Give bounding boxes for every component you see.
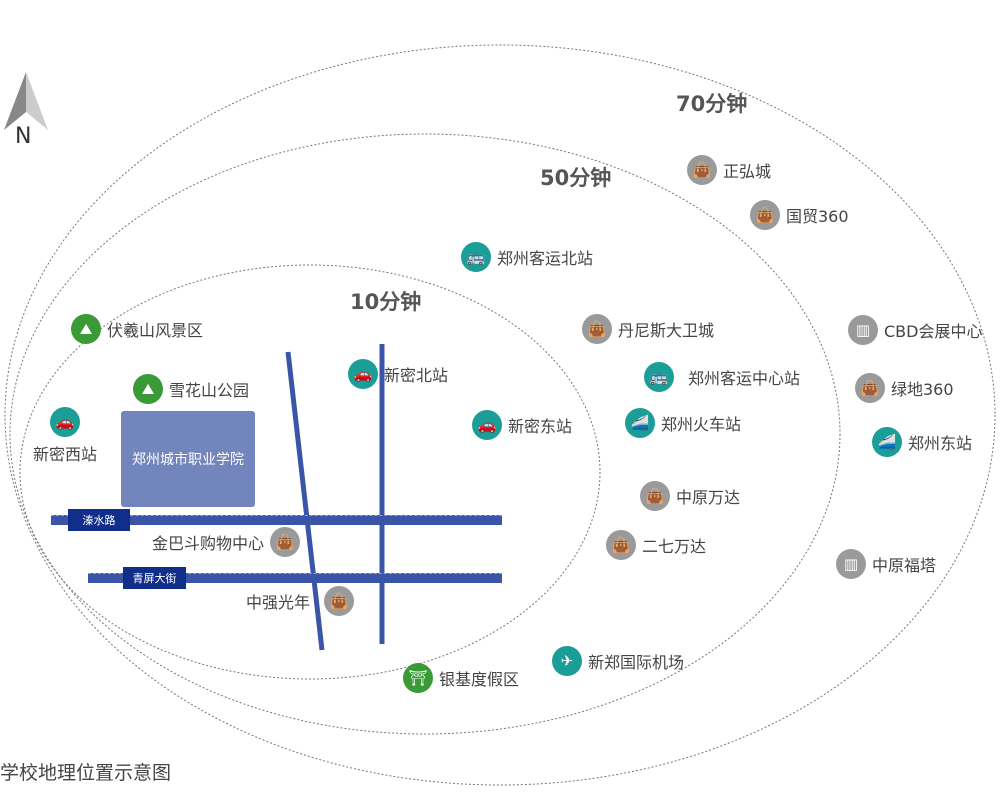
train-icon: 🚄 <box>625 408 655 438</box>
poi-zhengzhou-station: 🚄郑州火车站 <box>625 408 741 438</box>
poi-cbd: ▥CBD会展中心 <box>848 315 982 345</box>
mountain-icon: ⛰ <box>71 314 101 344</box>
bus-icon: 🚌 <box>461 242 491 272</box>
campus-block: 郑州城市职业学院 <box>121 411 255 507</box>
ring-label-50: 50分钟 <box>540 166 612 190</box>
shopping-bag-icon: 👜 <box>606 530 636 560</box>
poi-zhenghongcheng: 👜正弘城 <box>687 155 771 185</box>
poi-xuehuashan: ⛰雪花山公园 <box>133 374 249 404</box>
shopping-bag-icon: 👜 <box>750 200 780 230</box>
resort-icon: ⛩ <box>403 663 433 693</box>
airplane-icon: ✈ <box>552 646 582 676</box>
poi-yinji: ⛩银基度假区 <box>403 663 519 693</box>
ring-10min <box>19 264 601 680</box>
road-vertical-1 <box>285 351 325 651</box>
poi-lvdi360: 👜绿地360 <box>855 373 954 403</box>
poi-zhongyuan-tower: ▥中原福塔 <box>836 549 936 579</box>
ring-label-10: 10分钟 <box>350 290 422 314</box>
ring-70min <box>4 44 996 786</box>
compass-arrow <box>4 72 26 130</box>
poi-fuxishan: ⛰伏羲山风景区 <box>71 314 203 344</box>
car-icon: 🚗 <box>50 407 80 437</box>
poi-erqi-wanda: 👜二七万达 <box>606 530 706 560</box>
map-caption: 学校地理位置示意图 <box>0 762 172 784</box>
road-qinshui <box>51 515 502 525</box>
shopping-bag-icon: 👜 <box>582 314 612 344</box>
train-icon: 🚄 <box>872 427 902 457</box>
ring-50min <box>9 133 841 735</box>
road-qingping <box>88 573 502 583</box>
poi-dennis: 👜丹尼斯大卫城 <box>582 314 714 344</box>
bus-icon: 🚌 <box>644 362 674 392</box>
car-icon: 🚗 <box>472 410 502 440</box>
mountain-icon: ⛰ <box>133 374 163 404</box>
poi-keyun-north: 🚌郑州客运北站 <box>461 242 593 272</box>
poi-zhengzhou-east: 🚄郑州东站 <box>872 427 972 457</box>
poi-airport: ✈新郑国际机场 <box>552 646 684 676</box>
ring-label-70: 70分钟 <box>676 92 748 116</box>
compass-label: N <box>15 124 32 149</box>
poi-xinmi-east: 🚗新密东站 <box>472 410 572 440</box>
poi-zhongyuan-wanda: 👜中原万达 <box>640 481 740 511</box>
shopping-bag-icon: 👜 <box>270 527 301 557</box>
poi-guomao360: 👜国贸360 <box>750 200 849 230</box>
building-icon: ▥ <box>836 549 866 579</box>
car-icon: 🚗 <box>348 359 378 389</box>
shopping-bag-icon: 👜 <box>687 155 717 185</box>
road-tag-qinshui: 溱水路 <box>68 509 130 531</box>
poi-xinmi-north: 🚗新密北站 <box>348 359 448 389</box>
shopping-bag-icon: 👜 <box>324 586 355 616</box>
poi-jinbadou: 金巴斗购物中心👜 <box>152 527 301 557</box>
shopping-bag-icon: 👜 <box>855 373 885 403</box>
poi-zhongqiang: 中强光年👜 <box>246 586 355 616</box>
poi-keyun-center: 🚌郑州客运中心站 <box>644 362 800 392</box>
building-icon: ▥ <box>848 315 878 345</box>
road-tag-qingping: 青屏大街 <box>123 567 186 589</box>
shopping-bag-icon: 👜 <box>640 481 670 511</box>
poi-xinmi-west: 🚗新密西站 <box>33 407 97 465</box>
